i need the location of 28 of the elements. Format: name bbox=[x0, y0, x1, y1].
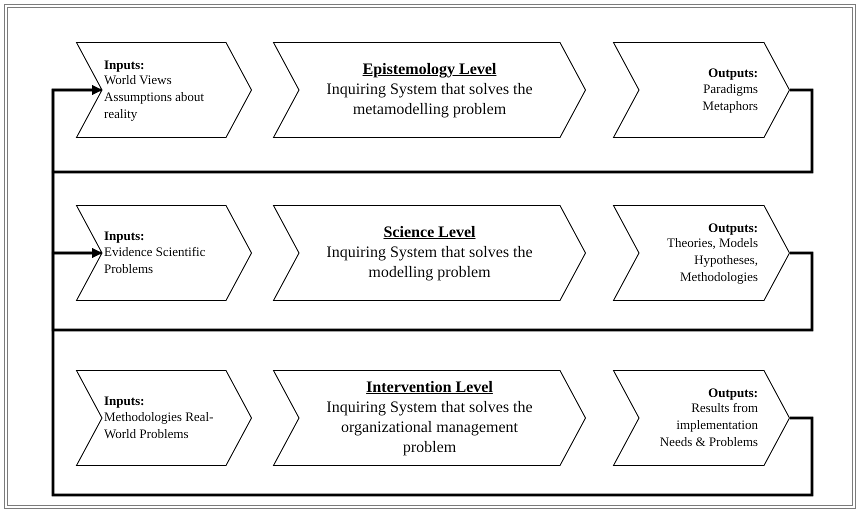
chevron-heading: Epistemology Level bbox=[362, 60, 496, 80]
arrow bbox=[52, 248, 814, 496]
level-step bbox=[273, 205, 586, 301]
chevron-heading: Outputs: bbox=[708, 384, 758, 400]
chevron-heading: Outputs: bbox=[708, 65, 758, 81]
chevron-heading: Intervention Level bbox=[366, 378, 493, 398]
chevron-text: Results from implementation Needs & Problems bbox=[658, 400, 758, 452]
chevron-heading: Science Level bbox=[384, 223, 476, 243]
chevron-heading: Inputs: bbox=[104, 228, 144, 244]
chevron-text: Inquiring System that solves the modelling problem bbox=[325, 242, 534, 283]
level-step bbox=[273, 370, 586, 466]
input-step bbox=[76, 42, 252, 138]
chevron-text: Inquiring System that solves the organizational management problem bbox=[325, 398, 534, 458]
output-step bbox=[613, 42, 790, 138]
input-step bbox=[76, 370, 252, 466]
chevron-heading: Inputs: bbox=[104, 393, 144, 409]
input-step bbox=[76, 205, 252, 301]
chevron-text: World Views Assumptions about reality bbox=[104, 72, 206, 124]
output-step bbox=[613, 370, 790, 466]
level-step bbox=[273, 42, 586, 138]
chevron-text: Evidence Scientific Problems bbox=[104, 244, 206, 278]
chevron-text: Paradigms Metaphors bbox=[701, 80, 758, 115]
chevron-text: Inquiring System that solves the metamodelling problem bbox=[325, 80, 534, 120]
chevron-text: Theories, Models Hypotheses, Methodologies bbox=[666, 235, 758, 286]
chevron-text: Methodologies Real-World Problems bbox=[104, 408, 214, 443]
chevron-heading: Outputs: bbox=[708, 220, 758, 236]
chevron-heading: Inputs: bbox=[104, 56, 144, 72]
output-step bbox=[613, 205, 790, 301]
